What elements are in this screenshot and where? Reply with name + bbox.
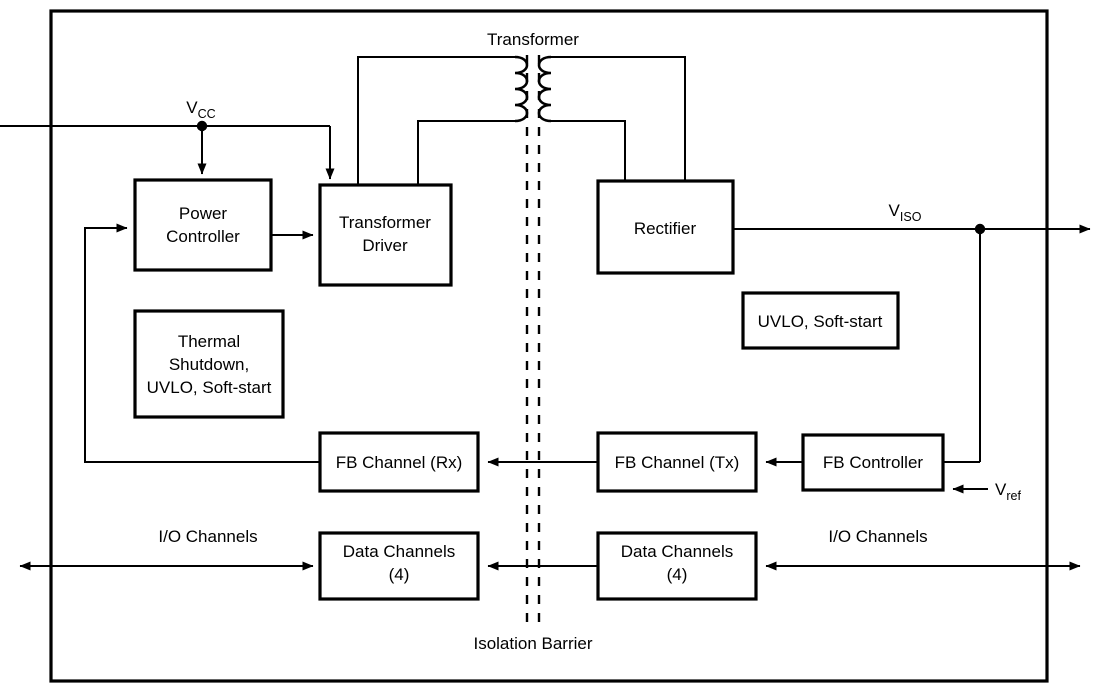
vcc-junction-dot: [196, 120, 208, 132]
isolation-barrier-lines: [525, 55, 541, 622]
transformer-primary-coil-icon: [514, 55, 529, 123]
block-uvlo-soft-start[interactable]: [741, 291, 900, 350]
wire-fbrx-to-powerctrl: [84, 223, 320, 463]
rectifier-label: Rectifier: [634, 219, 697, 238]
vcc-net: [0, 120, 335, 180]
block-fb-controller[interactable]: [801, 433, 945, 492]
block-data-channels-left[interactable]: [318, 531, 480, 601]
fb-channel-rx-label: FB Channel (Rx): [336, 453, 463, 472]
viso-net: [733, 223, 1091, 467]
block-fb-channel-tx[interactable]: [596, 431, 758, 493]
data-channels-right-label-line1: Data Channels: [621, 542, 733, 561]
viso-label: VISO: [889, 201, 922, 224]
data-channels-right-label-line2: (4): [667, 565, 688, 584]
transformer-secondary-wiring: [551, 56, 686, 181]
fb-channel-tx-label: FB Channel (Tx): [615, 453, 740, 472]
transformer-primary-wiring: [357, 56, 515, 186]
isolation-barrier-label: Isolation Barrier: [473, 634, 592, 653]
data-channels-left-label-line1: Data Channels: [343, 542, 455, 561]
thermal-shutdown-label-line3: UVLO, Soft-start: [147, 378, 272, 397]
power-controller-label-line1: Power: [179, 204, 228, 223]
block-rectifier[interactable]: [596, 179, 735, 275]
transformer-driver-label-line2: Driver: [362, 236, 408, 255]
block-thermal-shutdown[interactable]: [133, 309, 285, 419]
transformer-driver-label-line1: Transformer: [339, 213, 431, 232]
block-transformer-driver[interactable]: [318, 183, 453, 287]
fb-controller-label: FB Controller: [823, 453, 923, 472]
power-controller-label-line2: Controller: [166, 227, 240, 246]
io-channels-label-right: I/O Channels: [828, 527, 927, 546]
chip-outline: [49, 9, 1049, 683]
io-channels-label-left: I/O Channels: [158, 527, 257, 546]
transformer-label: Transformer: [487, 30, 579, 49]
thermal-shutdown-label-line2: Shutdown,: [169, 355, 249, 374]
thermal-shutdown-label-line1: Thermal: [178, 332, 240, 351]
block-power-controller[interactable]: [133, 178, 273, 272]
vref-label: Vref: [995, 480, 1021, 503]
data-channels-left-label-line2: (4): [389, 565, 410, 584]
block-data-channels-right[interactable]: [596, 531, 758, 601]
transformer-secondary-coil-icon: [537, 55, 552, 123]
vcc-label: VCC: [186, 98, 215, 121]
viso-junction-dot: [974, 223, 986, 235]
uvlo-soft-start-label: UVLO, Soft-start: [758, 312, 883, 331]
